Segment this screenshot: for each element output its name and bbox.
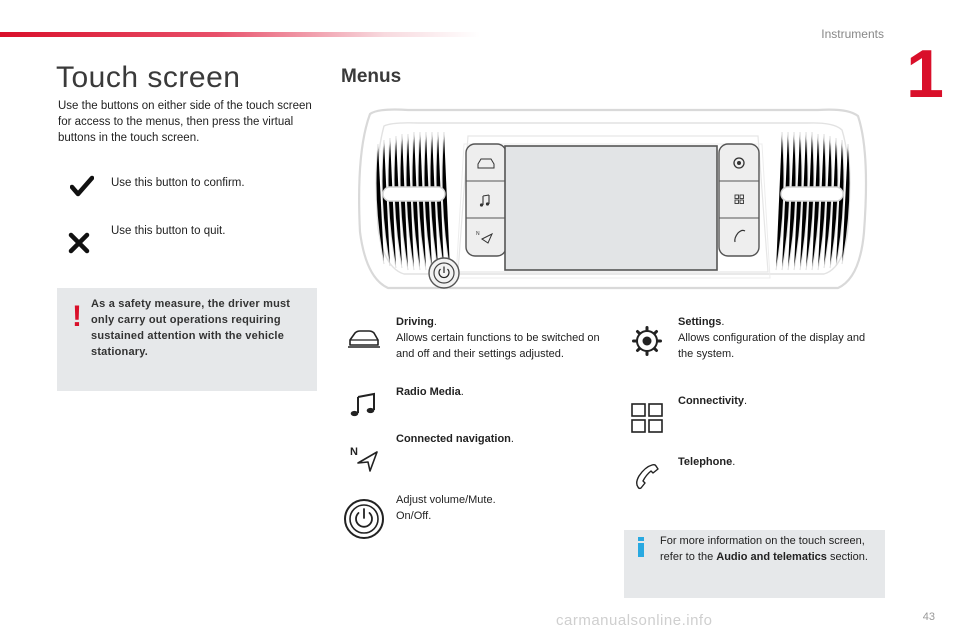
radio-menu-name: Radio Media — [396, 386, 461, 398]
settings-gear-icon — [632, 326, 662, 361]
connectivity-menu-name: Connectivity — [678, 395, 745, 407]
phone-handset-icon — [634, 463, 662, 496]
info-box — [624, 530, 885, 598]
quit-button-text: Use this button to quit. — [111, 225, 226, 237]
intro-text: Use the buttons on either side of the to… — [58, 100, 312, 144]
power-icon — [343, 498, 385, 545]
dashboard-illustration: N — [348, 92, 878, 309]
exclamation-icon: ! — [72, 300, 82, 333]
telephone-menu-name: Telephone — [678, 456, 733, 468]
page-number: 43 — [922, 611, 935, 623]
settings-menu-label: Settings. Allows configuration of the di… — [678, 316, 866, 360]
settings-menu-description: Allows configuration of the display and … — [678, 332, 866, 360]
navigation-arrow-icon: N — [349, 444, 379, 477]
music-note-icon — [349, 391, 377, 424]
info-text: For more information on the touch screen… — [660, 533, 875, 565]
settings-menu-name: Settings — [678, 316, 722, 328]
section-name: Instruments — [821, 27, 884, 41]
header-accent-bar — [0, 32, 480, 37]
driving-menu-label: Driving. Allows certain functions to be … — [396, 316, 600, 360]
volume-menu-label: Adjust volume/Mute. On/Off. — [396, 492, 496, 524]
driving-menu-description: Allows certain functions to be switched … — [396, 332, 600, 360]
page-title: Touch screen — [56, 61, 241, 94]
navigation-menu-name: Connected navigation — [396, 433, 511, 445]
navigation-menu-label: Connected navigation. — [396, 433, 514, 445]
cross-icon — [67, 231, 91, 260]
info-text-bold: Audio and telematics — [716, 551, 827, 563]
onoff-description: On/Off. — [396, 510, 432, 522]
connectivity-menu-label: Connectivity. — [678, 395, 748, 407]
car-icon — [347, 328, 381, 355]
info-text-after: section. — [826, 551, 868, 563]
driving-menu-name: Driving — [396, 316, 434, 328]
info-icon — [636, 537, 646, 562]
watermark: carmanualsonline.info — [556, 612, 713, 629]
compass-letter: N — [350, 446, 358, 458]
svg-text:N: N — [476, 231, 480, 237]
radio-menu-label: Radio Media. — [396, 386, 464, 398]
info-text-before: For more information on the touch screen… — [660, 535, 865, 563]
warning-box — [57, 288, 317, 391]
grid-icon — [631, 403, 663, 438]
volume-description: Adjust volume/Mute. — [396, 494, 496, 506]
warning-text: As a safety measure, the driver must onl… — [91, 298, 291, 358]
confirm-button-text: Use this button to confirm. — [111, 177, 245, 189]
telephone-menu-label: Telephone. — [678, 456, 736, 468]
menus-heading: Menus — [341, 66, 402, 87]
chapter-number: 1 — [906, 36, 944, 112]
checkmark-icon — [69, 174, 95, 203]
